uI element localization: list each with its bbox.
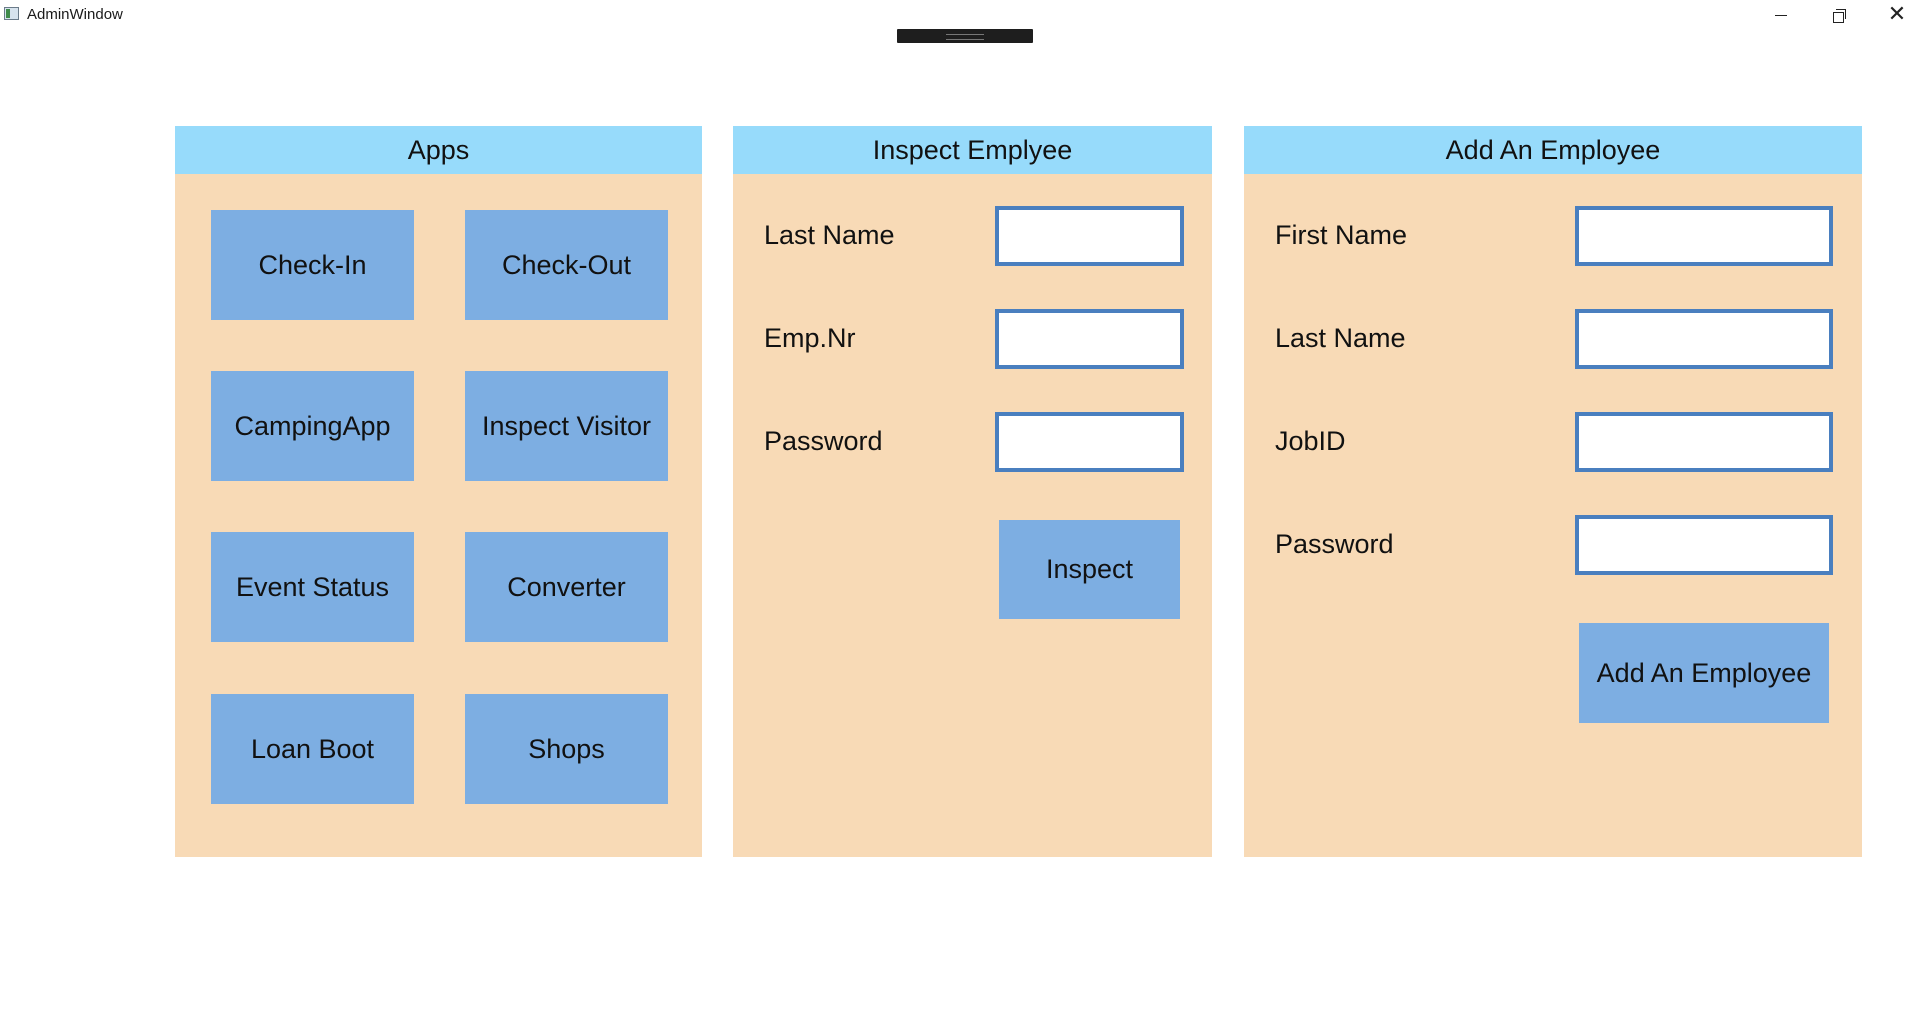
inspect-password-label: Password [764,426,883,456]
app-window-icon [4,7,19,20]
add-job-id-label: JobID [1275,426,1346,456]
inspect-button[interactable]: Inspect [999,520,1180,619]
inspect-password-input[interactable] [995,412,1184,472]
add-first-name-label: First Name [1275,220,1408,250]
add-panel-header: Add An Employee [1244,126,1862,174]
add-password-label: Password [1275,529,1394,559]
inspect-panel-header: Inspect Emplyee [733,126,1212,174]
minimize-icon [1775,14,1787,16]
shops-button[interactable]: Shops [465,694,668,804]
event-status-button[interactable]: Event Status [211,532,414,642]
check-out-button[interactable]: Check-Out [465,210,668,320]
inspect-visitor-button[interactable]: Inspect Visitor [465,371,668,481]
inspect-last-name-input[interactable] [995,206,1184,266]
restore-icon [1833,9,1846,23]
add-password-input[interactable] [1575,515,1833,575]
inspect-emp-nr-input[interactable] [995,309,1184,369]
inspect-emp-nr-label: Emp.Nr [764,323,856,353]
camping-app-button[interactable]: CampingApp [211,371,414,481]
add-last-name-input[interactable] [1575,309,1833,369]
loan-boot-button[interactable]: Loan Boot [211,694,414,804]
minimize-button[interactable] [1752,0,1810,30]
restore-button[interactable] [1810,0,1868,30]
converter-button[interactable]: Converter [465,532,668,642]
apps-panel: Apps Check-In Check-Out CampingApp Inspe… [175,126,702,857]
check-in-button[interactable]: Check-In [211,210,414,320]
add-employee-button[interactable]: Add An Employee [1579,623,1829,723]
close-icon: ✕ [1887,2,1907,27]
inspect-last-name-label: Last Name [764,220,895,250]
apps-panel-header: Apps [175,126,702,174]
add-job-id-input[interactable] [1575,412,1833,472]
debug-toolbar-handle[interactable] [897,29,1033,43]
inspect-employee-panel: Inspect Emplyee Last Name Emp.Nr Passwor… [733,126,1212,857]
window-title: AdminWindow [27,6,123,23]
add-last-name-label: Last Name [1275,323,1406,353]
title-bar[interactable]: AdminWindow ✕ [0,0,1915,30]
close-button[interactable]: ✕ [1868,0,1915,30]
add-employee-panel: Add An Employee First Name Last Name Job… [1244,126,1862,857]
add-first-name-input[interactable] [1575,206,1833,266]
